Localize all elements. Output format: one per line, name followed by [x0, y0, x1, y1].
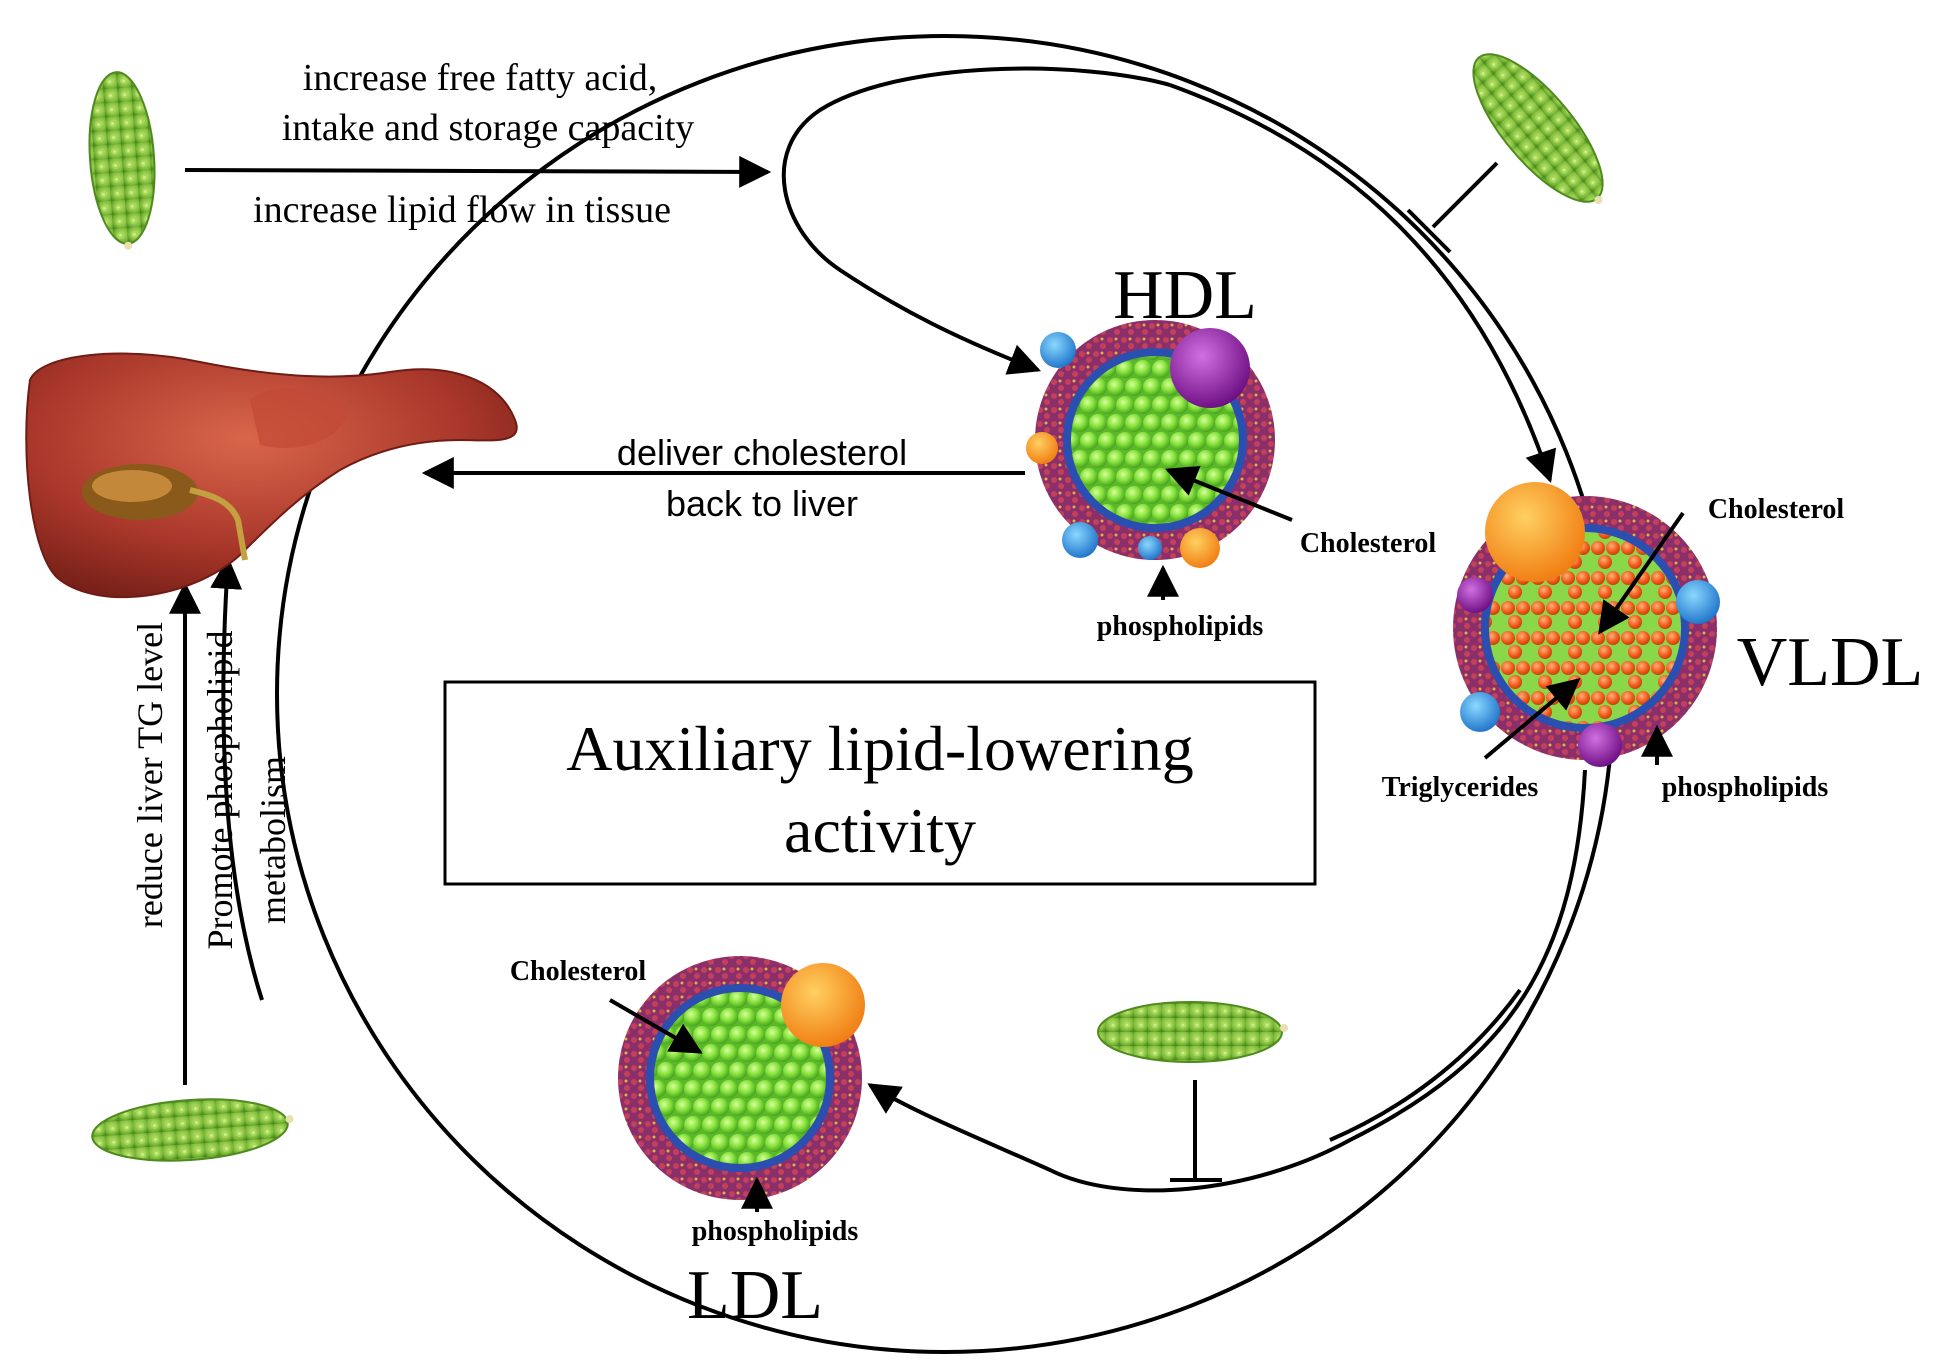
bitter-gourd-top-right: [1472, 53, 1604, 205]
hdl-cholesterol-arrow: [1165, 465, 1293, 522]
ldl-particle: [618, 956, 865, 1200]
promote-label-line1: Promote phospholipid: [200, 630, 240, 949]
vldl-title: VLDL: [1737, 624, 1924, 701]
bitter-gourd-bottom-right: [1097, 1001, 1288, 1063]
bitter-gourd-bottom-left: [91, 1098, 294, 1162]
arrow-to-vldl: [1169, 83, 1557, 484]
vldl-cholesterol-arrow: [1598, 511, 1685, 635]
ldl-phospholipids-label: phospholipids: [692, 1216, 859, 1247]
liver-image: [25, 352, 518, 599]
hdl-particle: [1026, 320, 1275, 568]
ldl-cholesterol-arrow: [608, 998, 703, 1054]
center-box: [443, 680, 1317, 886]
hdl-title: HDL: [1113, 257, 1257, 334]
vldl-to-ldl-second-line: [1329, 988, 1522, 1142]
bitter-gourd-top-left: [88, 71, 156, 250]
hdl-cholesterol-label: Cholesterol: [1300, 528, 1437, 559]
deliver-line1: deliver cholesterol: [617, 432, 907, 473]
deliver-line2: back to liver: [666, 483, 858, 524]
center-box-line1: Auxiliary lipid-lowering: [566, 713, 1193, 784]
vldl-phospholipids-label: phospholipids: [1662, 772, 1829, 803]
center-box-line2: activity: [784, 795, 976, 866]
top-process-arrow: [184, 155, 772, 188]
vldl-triglycerides-label: Triglycerides: [1382, 772, 1539, 803]
vldl-cholesterol-label: Cholesterol: [1708, 494, 1845, 525]
vldl-triglycerides-arrow: [1483, 677, 1581, 760]
hdl-phospholipids-label: phospholipids: [1097, 611, 1264, 642]
inhibit-vldl-tbar: [1406, 161, 1499, 254]
ldl-title: LDL: [687, 1257, 823, 1334]
promote-label-line2: metabolism: [253, 756, 293, 924]
promote-metabolism-arrow: [210, 556, 264, 1001]
vldl-to-ldl-curve: [867, 769, 1587, 1193]
top-process-line3: increase lipid flow in tissue: [253, 189, 671, 231]
reduce-tg-label: reduce liver TG level: [130, 622, 170, 928]
top-process-line2: intake and storage capacity: [282, 107, 695, 149]
inhibit-ldl-tbar: [1170, 1080, 1222, 1182]
vldl-particle: [1453, 482, 1720, 767]
loop-arrow-to-hdl: [781, 66, 1171, 375]
ldl-cholesterol-label: Cholesterol: [510, 956, 647, 987]
top-process-line1: increase free fatty acid,: [303, 57, 657, 99]
